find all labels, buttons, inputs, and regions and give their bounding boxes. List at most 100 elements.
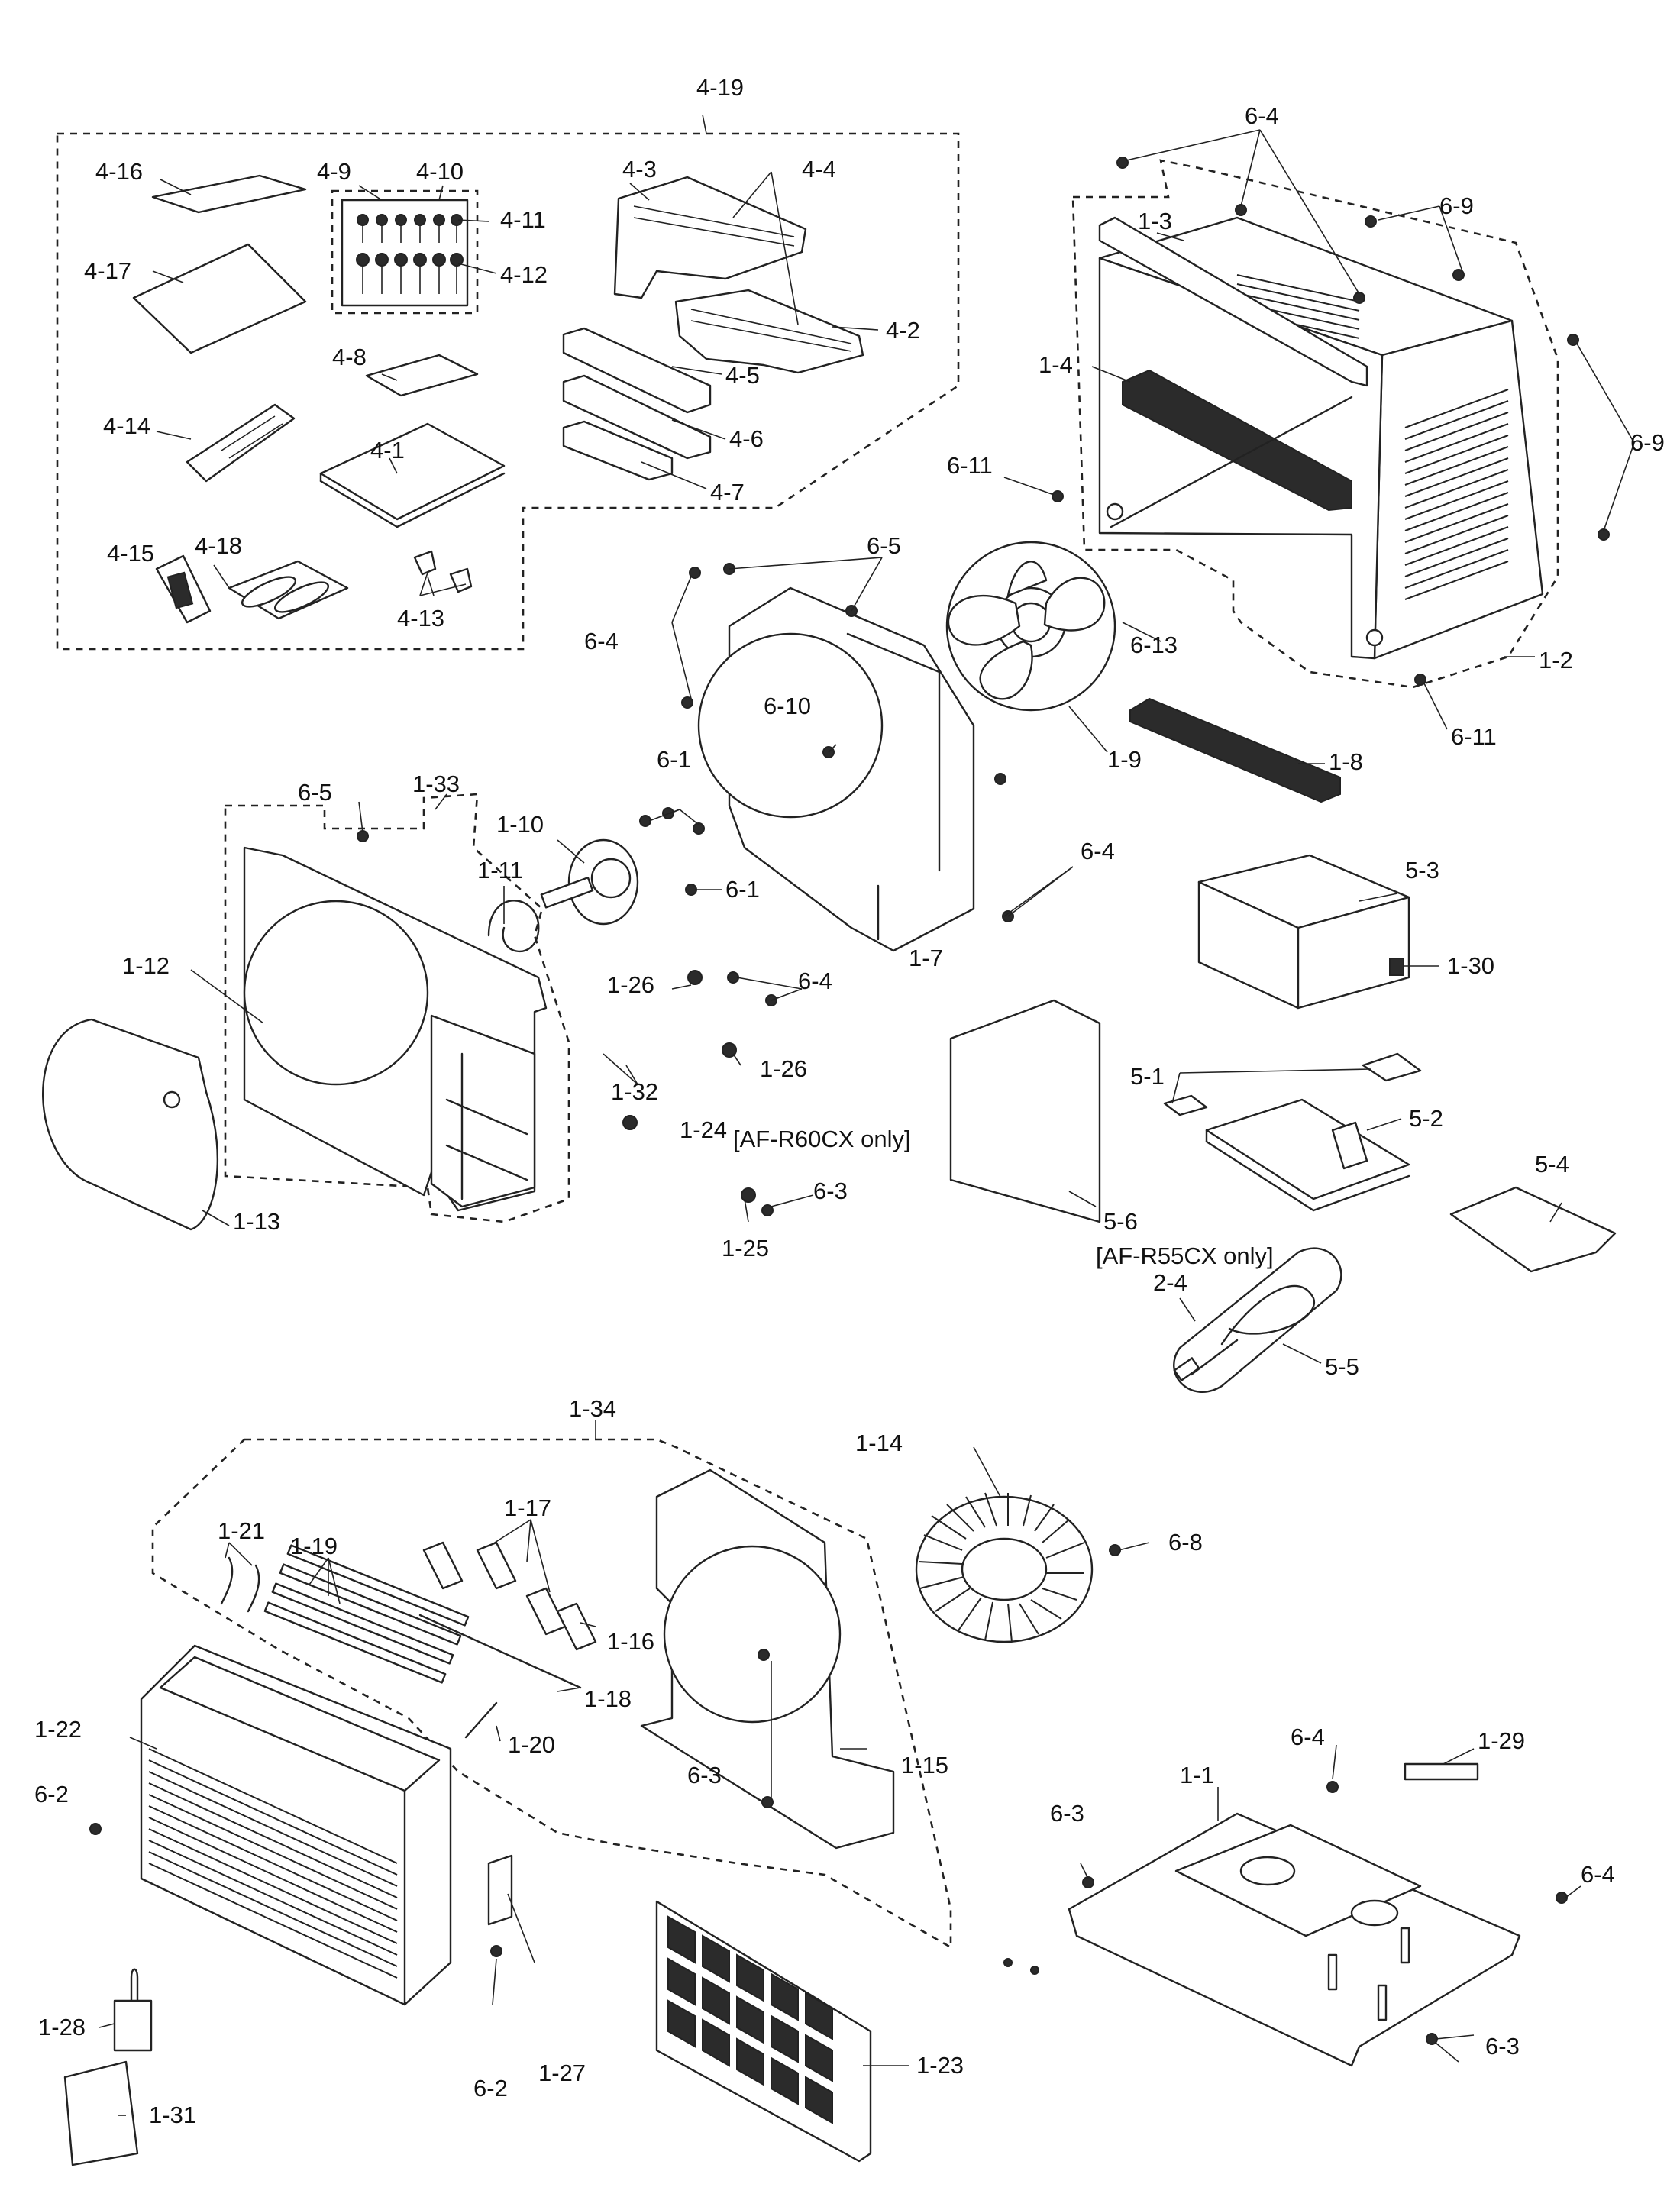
- label-4-16: 4-16: [95, 158, 143, 185]
- ring-1-11: [487, 900, 540, 952]
- label-1-32: 1-32: [611, 1078, 658, 1105]
- label-1-2: 1-2: [1539, 647, 1573, 674]
- label-1-10: 1-10: [496, 811, 544, 838]
- label-5-6: 5-6: [1103, 1208, 1138, 1235]
- label-6-10: 6-10: [764, 693, 811, 719]
- label-4-10: 4-10: [416, 158, 464, 185]
- label-1-3: 1-3: [1138, 208, 1172, 234]
- cord-sleeve-5-5: [1173, 1247, 1342, 1393]
- label-6-4-shroud: 6-4: [1081, 838, 1115, 864]
- label-6-2-bottom: 6-2: [473, 2075, 508, 2102]
- label-1-15: 1-15: [901, 1752, 948, 1779]
- label-4-19: 4-19: [696, 74, 744, 101]
- air-filter-group: [655, 1900, 872, 2163]
- label-6-11-bottom: 6-11: [1451, 723, 1497, 750]
- sheet-4-17: [132, 243, 307, 354]
- label-1-16: 1-16: [607, 1628, 654, 1655]
- label-6-5-top: 6-5: [867, 532, 901, 559]
- electrical-group: [949, 854, 1617, 1393]
- label-1-12: 1-12: [122, 952, 170, 979]
- label-6-11-left: 6-11: [947, 452, 993, 479]
- note-af-r55cx: [AF-R55CX only]: [1096, 1242, 1274, 1269]
- tag-1-28: [113, 1999, 153, 2052]
- label-4-9: 4-9: [317, 158, 351, 185]
- label-6-1-top: 6-1: [657, 746, 691, 773]
- label-6-4-left: 6-4: [584, 628, 619, 654]
- label-1-8: 1-8: [1329, 748, 1363, 775]
- control-board-5-2: [1205, 1098, 1410, 1200]
- part-5-1: [1163, 1094, 1208, 1116]
- label-1-33: 1-33: [412, 771, 460, 797]
- label-6-3-mid: 6-3: [813, 1178, 848, 1204]
- label-5-1: 5-1: [1130, 1063, 1165, 1090]
- manual-4-1: [319, 422, 506, 521]
- label-4-13: 4-13: [397, 605, 444, 632]
- label-1-19: 1-19: [290, 1533, 338, 1559]
- base-pan-group: [1068, 1762, 1521, 2067]
- label-1-26-bottom: 1-26: [760, 1055, 807, 1082]
- motor-group: [42, 793, 639, 1231]
- label-4-11: 4-11: [500, 206, 546, 233]
- label-4-7: 4-7: [710, 479, 745, 506]
- note-af-r60cx: [AF-R60CX only]: [733, 1126, 911, 1152]
- label-6-4-base-top: 6-4: [1291, 1724, 1325, 1750]
- label-5-5: 5-5: [1325, 1353, 1359, 1380]
- label-6-9-top: 6-9: [1439, 192, 1474, 219]
- label-1-7: 1-7: [909, 945, 943, 971]
- clip-4-13: [413, 550, 473, 593]
- label-4-1: 4-1: [370, 437, 405, 464]
- label-1-34: 1-34: [569, 1395, 616, 1422]
- label-1-31: 1-31: [149, 2102, 196, 2128]
- front-grille-group: [63, 1644, 513, 2166]
- label-4-8: 4-8: [332, 344, 367, 370]
- scroll-1-13: [42, 1018, 219, 1231]
- foam-4-7: [562, 420, 674, 481]
- cabinet-side: [1373, 319, 1544, 660]
- label-6-3-base-left: 6-3: [1050, 1800, 1084, 1827]
- label-6-2-left: 6-2: [34, 1781, 69, 1808]
- label-5-2: 5-2: [1409, 1105, 1443, 1132]
- label-4-4: 4-4: [802, 156, 836, 183]
- label-1-31: [63, 2060, 139, 2166]
- pad-5-4: [1449, 1186, 1617, 1273]
- fan-shroud-group: [697, 541, 1341, 952]
- label-1-29: [1404, 1762, 1479, 1781]
- label-1-27: [487, 1854, 513, 1926]
- curtain-4-2: [674, 289, 864, 374]
- label-4-2: 4-2: [886, 317, 920, 344]
- label-6-1-right: 6-1: [725, 876, 760, 903]
- label-1-20: 1-20: [508, 1731, 555, 1758]
- clip-1-17: [422, 1541, 464, 1590]
- label-4-5: 4-5: [725, 362, 760, 389]
- label-5-3: 5-3: [1405, 857, 1439, 884]
- panel-5-6: [949, 999, 1101, 1223]
- label-1-21: 1-21: [218, 1517, 265, 1544]
- label-4-14: 4-14: [103, 412, 150, 439]
- label-6-3-base-bottom: 6-3: [1485, 2033, 1520, 2060]
- label-1-11: 1-11: [477, 857, 523, 884]
- label-6-5-left: 6-5: [298, 779, 332, 806]
- label-1-25: 1-25: [722, 1235, 769, 1262]
- label-6-4-base-right: 6-4: [1581, 1861, 1615, 1888]
- label-2-4: 2-4: [1153, 1269, 1187, 1296]
- label-4-6: 4-6: [729, 425, 764, 452]
- seal-strip-1-4: [1122, 369, 1352, 512]
- label-6-3-evap: 6-3: [687, 1762, 722, 1788]
- label-1-14: 1-14: [855, 1430, 903, 1456]
- label-1-18: 1-18: [584, 1685, 632, 1712]
- label-4-12: 4-12: [500, 261, 548, 288]
- label-5-4: 5-4: [1535, 1151, 1569, 1178]
- label-4-18: 4-18: [195, 532, 242, 559]
- label-1-28: 1-28: [38, 2014, 86, 2040]
- label-1-22: 1-22: [34, 1716, 82, 1743]
- label-6-9-right: 6-9: [1630, 429, 1665, 456]
- accessory-kit-group: [56, 114, 960, 651]
- label-1-30: 1-30: [1447, 952, 1494, 979]
- sheet-4-16: [151, 174, 307, 214]
- label-6-8: 6-8: [1168, 1529, 1203, 1556]
- label-4-3: 4-3: [622, 156, 657, 183]
- label-1-13: 1-13: [233, 1208, 280, 1235]
- leader-lines: [99, 129, 1635, 2116]
- top-rail-1-3: [1098, 216, 1368, 387]
